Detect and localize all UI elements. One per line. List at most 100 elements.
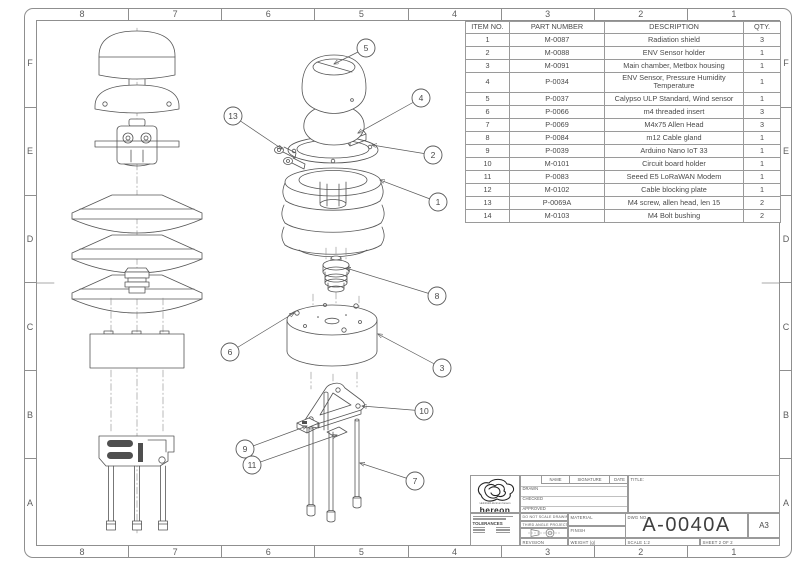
parts-table-cell: 3 [743, 33, 781, 47]
zone-label-bottom-1: 1 [686, 546, 780, 558]
signature-header: SIGNATURE [569, 476, 609, 484]
balloon-10 [414, 401, 434, 421]
parts-table-cell: 2 [465, 46, 510, 60]
balloon-4 [411, 88, 431, 108]
parts-table-header: ITEM NO. [465, 21, 510, 34]
parts-table-cell: 1 [743, 91, 781, 106]
zone-label-bottom-6: 6 [221, 546, 314, 558]
zone-label-left-F: F [27, 58, 33, 69]
tolerance-value-line [496, 531, 510, 534]
parts-table-cell: 3 [743, 104, 781, 119]
parts-table-cell: 1 [743, 143, 781, 158]
balloon-leader-9 [244, 426, 307, 450]
parts-table-cell: 1 [743, 59, 781, 73]
zone-label-left-C: C [24, 282, 36, 370]
parts-table-cell: 2 [743, 208, 781, 223]
balloon-leader-6 [229, 313, 294, 353]
parts-table-cell: 2 [743, 195, 781, 210]
fv-legs [106, 465, 168, 531]
sheet-inner-frame [36, 20, 780, 546]
balloon-number-9: 9 [243, 444, 248, 454]
fv-main-chamber [89, 330, 185, 369]
parts-table-header: PART NUMBER [509, 21, 605, 34]
zone-label-bottom-5: 5 [314, 546, 407, 558]
iso-radiation-shield [281, 167, 385, 258]
parts-table-cell: M-0102 [509, 182, 605, 197]
fv-env-sensor-holder [94, 118, 180, 167]
parts-table-cell: M4x75 Allen Head [604, 117, 744, 132]
paper-size: A3 [759, 521, 769, 530]
parts-table-cell: Calypso ULP Standard, Wind sensor [604, 91, 744, 106]
balloon-number-10: 10 [419, 406, 429, 416]
balloon-number-7: 7 [413, 476, 418, 486]
balloon-leader-10 [362, 406, 425, 412]
revision-cell: REVISION [520, 538, 568, 546]
date-header: DATE [609, 476, 627, 484]
parts-table-cell: M-0088 [509, 46, 605, 60]
zone-label-left-D: D [24, 194, 36, 283]
row-divider [521, 505, 627, 507]
parts-table-cell: 1 [743, 182, 781, 197]
balloon-leader-4 [358, 97, 422, 133]
parts-table-cell: 11 [465, 169, 510, 184]
logo-subtext: Helmholtz-Zentrum hereon [479, 502, 511, 505]
tolerance-value-line [473, 531, 485, 534]
zone-label-right-F: F [783, 58, 789, 69]
zone-label-right-C: C [780, 282, 792, 370]
iso-threaded-insert [294, 310, 300, 316]
fv-circuit-board-assembly [98, 435, 175, 467]
balloon-leader-11 [251, 435, 337, 466]
zone-label-bottom-4: 4 [407, 546, 501, 558]
parts-table-cell: ENV Sensor holder [604, 46, 744, 60]
material-cell: MATERIAL [568, 513, 628, 526]
zone-label-right-D: D [780, 194, 792, 283]
balloon-leader-8 [346, 268, 438, 297]
parts-table-cell: 14 [465, 208, 510, 223]
zone-label-top-3: 3 [500, 8, 594, 20]
balloon-5 [356, 38, 376, 58]
tolerances-label: TOLERANCES [472, 520, 503, 526]
fv-wind-sensor [94, 30, 180, 114]
projection-cell: THIRD ANGLE PROJECTION [520, 521, 568, 528]
logo-cell: Helmholtz-Zentrum hereon hereon [470, 475, 520, 513]
parts-table-header: QTY. [743, 21, 781, 34]
fv-radiation-shield-stack [71, 194, 203, 314]
parts-table-cell: P-0069A [509, 195, 605, 210]
fine-print-line [472, 516, 513, 518]
title-block: Helmholtz-Zentrum hereon hereon TOLERANC… [470, 475, 780, 546]
parts-table-cell: Arduino Nano IoT 33 [604, 143, 744, 158]
parts-table-cell: 1 [743, 156, 781, 171]
zone-label-top-1: 1 [686, 8, 780, 20]
name-header: NAME [541, 476, 569, 484]
zone-label-left-B: B [24, 370, 36, 458]
iso-lorawan-modem [326, 426, 348, 438]
parts-table-cell: P-0066 [509, 104, 605, 119]
zone-label-top-7: 7 [128, 8, 221, 20]
parts-table-cell: 9 [465, 143, 510, 158]
parts-table-cell: M-0087 [509, 33, 605, 47]
parts-table-cell: 4 [465, 72, 510, 93]
balloon-number-6: 6 [228, 347, 233, 357]
parts-table-cell: m4 threaded insert [604, 104, 744, 119]
zone-label-left-E: E [24, 106, 36, 195]
weight-label: WEIGHT (g) [570, 540, 596, 545]
balloon-leader-13 [232, 115, 282, 149]
balloon-7 [405, 471, 425, 491]
balloon-leader-7 [360, 463, 416, 482]
parts-table-cell: ENV Sensor, Pressure Humidity Temperatur… [604, 72, 744, 93]
balloon-leader-3 [378, 334, 443, 369]
parts-table-cell: 3 [465, 59, 510, 73]
sheet-label: SHEET 2 OF 2 [702, 540, 733, 545]
tolerance-value-line [496, 526, 510, 529]
do-not-scale-cell: DO NOT SCALE DRAWING [520, 513, 568, 521]
